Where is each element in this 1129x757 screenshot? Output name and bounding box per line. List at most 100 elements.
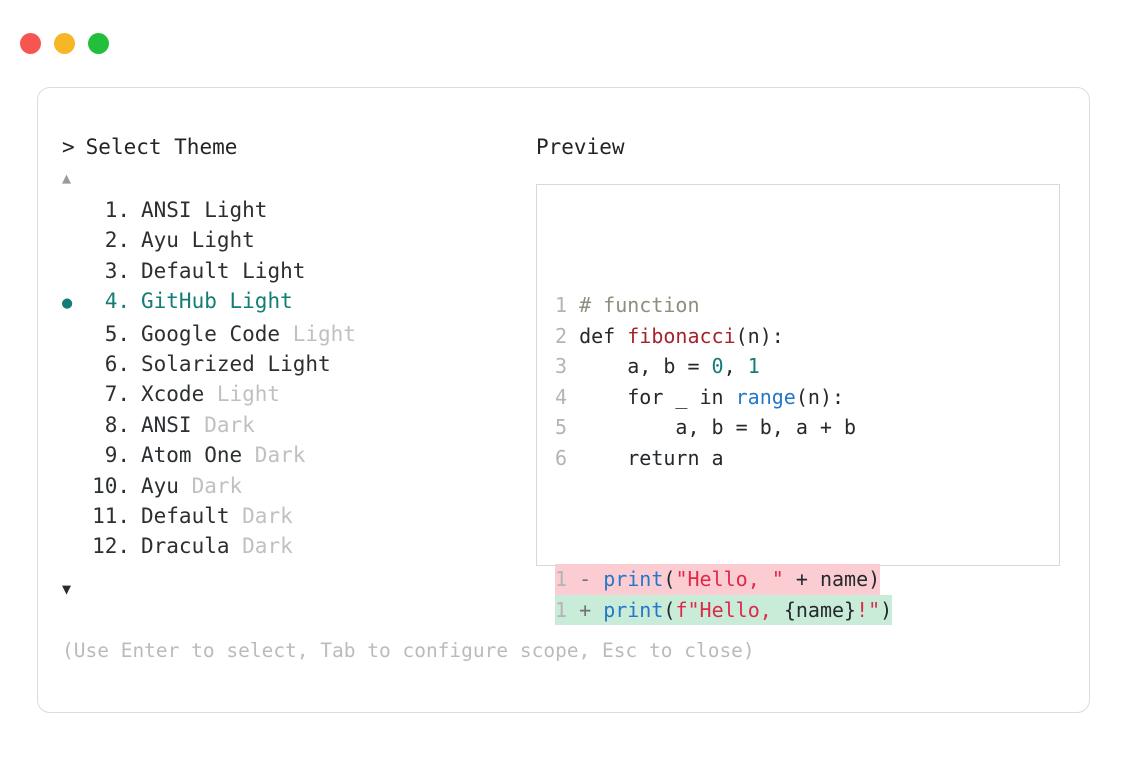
theme-list-item[interactable]: 8.ANSI Dark [62,410,532,440]
line-number: 1 [555,597,580,622]
code-token: print [603,567,664,591]
code-token: + name) [783,567,881,591]
diff-added-line: 1 + print(f"Hello, {name}!") [555,594,893,625]
theme-item-index: 9. [104,443,130,468]
minimize-window-icon[interactable] [54,33,75,54]
theme-item-variant: Light [242,258,306,283]
theme-list-item[interactable]: 11. Default Dark [62,501,532,531]
page-title: Select Theme [85,135,238,159]
theme-item-index: 11. [92,504,130,529]
theme-item-index: 2. [104,228,130,253]
theme-item-label: Default Light [141,258,306,283]
code-token: ) [880,597,893,622]
theme-item-index: 8. [104,412,130,437]
theme-item-label: ANSI Light [141,198,268,222]
theme-list-item[interactable]: 7. Xcode Light [62,379,532,409]
code-token: ( [663,567,676,591]
theme-item-label: Ayu Light [141,228,255,253]
theme-item-variant: Light [292,321,356,346]
theme-item-variant: Dark [242,534,293,559]
theme-item-variant: Dark [242,504,293,529]
theme-list-item[interactable]: ● 4. GitHub Light [62,286,532,318]
code-token: 0 [711,354,724,378]
theme-item-variant: Light [229,289,293,314]
theme-list-item[interactable]: 12.Dracula Dark [62,531,532,561]
code-line: 4 for _ in range(n): [555,382,892,413]
code-line: 2 def fibonacci(n): [555,321,892,352]
theme-list-item[interactable]: 9. Atom One Dark [62,440,532,470]
prompt-header: > Select Theme [62,132,532,162]
preview-label: Preview [536,135,625,159]
theme-list-item[interactable]: 10. Ayu Dark [62,471,532,501]
code-line: 3 a, b = 0, 1 [555,351,892,382]
theme-item-label: GitHub Light [141,289,293,314]
theme-list: 1. ANSI Light 2. Ayu Light 3. Default Light ● 4… [62,195,532,562]
theme-item-label: Google Code Light [141,321,356,346]
selected-bullet-icon: ● [62,293,73,314]
code-token: return a [579,445,724,470]
close-window-icon[interactable] [20,33,41,54]
theme-item-index: 6. [104,352,130,377]
theme-list-item[interactable]: 5. Google Code Light [62,319,532,349]
code-token: 1 [747,354,760,378]
line-number: 4 [555,384,580,409]
diff-removed-line: 1 - print("Hello, " + name) [555,564,881,595]
theme-item-index: 5. [104,321,130,346]
line-number: 5 [555,415,580,439]
theme-item-label: Ayu Dark [141,473,243,498]
theme-item-index: 4. [104,289,130,314]
code-token: # function [579,293,700,317]
line-number: 6 [555,445,580,470]
code-token: print [603,597,664,622]
theme-item-variant: Dark [191,473,243,498]
code-token: (n): [795,384,845,409]
theme-list-item[interactable]: 6. Solarized Light [62,349,532,379]
theme-item-index: 10. [92,473,130,498]
code-token: !" [856,597,881,622]
theme-item-variant: Light [267,352,331,377]
code-token: "Hello, " [675,567,784,591]
code-line: 6 return a [555,443,892,474]
diff-lines: 1 - print("Hello, " + name)1 + print(f"H… [555,564,893,625]
code-token: fibonacci [627,323,736,348]
keyboard-hint: (Use Enter to select, Tab to configure s… [62,639,755,662]
code-token: range [735,384,796,409]
scroll-up-icon[interactable]: ▲ [62,169,72,187]
theme-list-item[interactable]: 1. ANSI Light [62,195,532,225]
theme-item-label: Atom One Dark [141,443,306,468]
theme-item-index: 3. [104,258,130,283]
diff-sign: + [579,597,604,622]
code-token: def [579,323,628,348]
line-number: 1 [555,293,580,317]
code-token: for _ in [579,384,736,409]
prompt-caret-icon: > [62,135,75,159]
theme-item-variant: Dark [204,412,255,437]
theme-item-index: 1. [104,198,130,222]
theme-item-label: Xcode Light [141,382,281,407]
code-token: , [723,354,748,378]
window-titlebar [0,0,1129,88]
code-line: 1 # function [555,290,892,321]
code-token: f"Hello, [675,597,784,622]
code-token: (n): [735,323,784,348]
theme-item-index: 7. [104,382,130,407]
line-number: 3 [555,354,580,378]
scroll-down-icon[interactable]: ▼ [62,579,72,598]
line-number: 1 [555,567,580,591]
theme-list-item[interactable]: 2. Ayu Light [62,225,532,255]
theme-item-label: Solarized Light [141,352,331,377]
code-token: a, b = [579,354,712,378]
maximize-window-icon[interactable] [88,33,109,54]
code-token: {name} [783,597,857,622]
theme-item-label: Dracula Dark [141,534,293,559]
theme-item-variant: Light [204,198,268,222]
theme-selector-panel: > Select Theme ▲ 1. ANSI Light 2. Ayu Light… [37,87,1090,713]
theme-item-label: Default Dark [141,504,293,529]
theme-list-item[interactable]: 3. Default Light [62,256,532,286]
diff-sign: - [579,567,604,591]
code-token: ( [663,597,676,622]
